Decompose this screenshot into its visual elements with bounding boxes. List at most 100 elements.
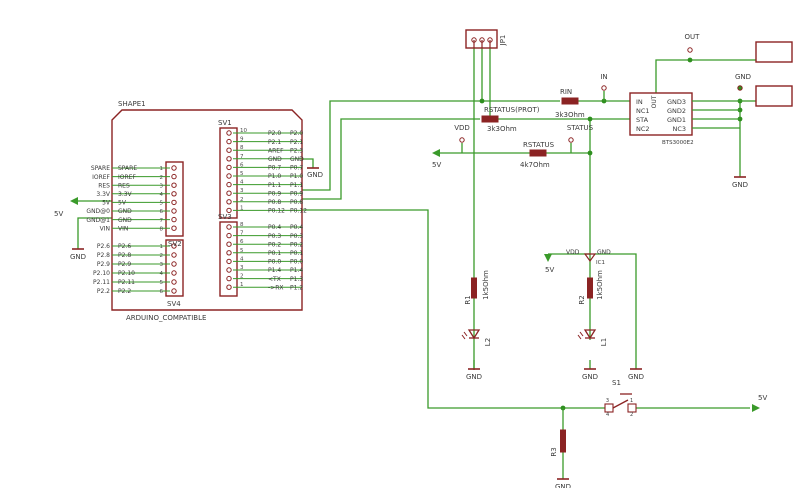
sv2-net-label: GND <box>118 208 132 215</box>
arrow-5v <box>70 197 78 205</box>
net-in: IN <box>600 73 607 81</box>
sv1-net-label: P2.0 <box>268 130 281 137</box>
wire-gnd-left <box>77 217 112 240</box>
sv1-pin-marker <box>226 164 232 171</box>
jp1-pin-marker <box>487 37 493 43</box>
net-vdd: VDD <box>454 124 470 132</box>
sv1-pin-number: 6 <box>240 162 244 168</box>
rin-value: 3k3Ohm <box>555 111 585 119</box>
wire-out <box>655 59 740 93</box>
parts-layer <box>70 29 793 480</box>
sv3-net-label: P0.3 <box>268 233 281 240</box>
sv3-body <box>219 221 238 297</box>
sv4-net-label: P2.6 <box>118 243 131 250</box>
sv1-name: SV1 <box>218 119 232 127</box>
wires-layer <box>77 48 756 470</box>
sv2-pin-marker <box>171 191 177 197</box>
sv3-pin-marker <box>226 275 232 282</box>
sv2-pin-number: 2 <box>160 175 164 181</box>
l2-name: L2 <box>484 338 492 346</box>
junction-dot <box>687 57 693 63</box>
sv4-body <box>165 239 184 297</box>
r2-body <box>587 277 593 299</box>
s1-pin: 1 <box>630 398 633 404</box>
sv1-net-label: P0.12 <box>268 208 285 215</box>
sv3-net-label: P0.1 <box>268 250 281 257</box>
rstatus-value: 4k7Ohm <box>520 161 550 169</box>
junction-dot <box>737 85 743 91</box>
shield-left-label2: P2.8 <box>97 252 110 259</box>
gnd-connector <box>755 85 793 107</box>
sv3-pin-number: 5 <box>240 248 244 254</box>
ic1-body <box>583 253 597 263</box>
sv3-outer-label: P1.2 <box>290 284 303 291</box>
sv2-pin-marker <box>171 208 177 214</box>
sv3-outer-label: P0.3 <box>290 233 303 240</box>
shield-left-label: GND@1 <box>86 217 110 224</box>
r2-name: R2 <box>578 295 586 304</box>
led-l1-ray <box>579 331 584 337</box>
sv3-net-label: <TX <box>268 276 281 283</box>
shield-left-label2: P2.10 <box>93 270 110 277</box>
net-gnd-tp: GND <box>735 73 751 81</box>
gnd-label: GND <box>628 373 644 381</box>
sv3-pin-number: 1 <box>240 282 244 288</box>
net-status: STATUS <box>567 124 594 132</box>
jp1-pin-marker <box>479 37 485 43</box>
ic-pin-left: NC1 <box>636 107 650 115</box>
shield-left-label: SPARE <box>91 165 110 172</box>
status-test-point <box>568 137 574 143</box>
shield-left-label: GND@0 <box>86 208 110 215</box>
r3-body <box>560 429 566 453</box>
sv3-net-label: P0.2 <box>268 241 281 248</box>
sv1-net-label: P1.0 <box>268 173 281 180</box>
gnd-label: GND <box>582 373 598 381</box>
sv3-net-label: ->RX <box>268 284 283 291</box>
sv1-outer-label: P0.12 <box>290 208 307 215</box>
sv3-outer-label: P0.1 <box>290 250 303 257</box>
sv4-net-label: P2.9 <box>118 261 131 268</box>
shield-left-label2: P2.9 <box>97 261 110 268</box>
sv3-net-label: P0.4 <box>268 224 281 231</box>
arrow-5v <box>544 254 552 262</box>
ic-pin-left: NC2 <box>636 125 650 133</box>
sv3-outer-label: P0.4 <box>290 224 303 231</box>
sv2-pin-number: 6 <box>160 209 164 215</box>
switch-pad-left <box>604 403 614 413</box>
wire-p09-in <box>302 100 560 191</box>
sv1-outer-label: P1.1 <box>290 182 303 189</box>
sv1-outer-label: P2.1 <box>290 139 303 146</box>
rstatus-name: RSTATUS <box>523 141 555 149</box>
net-out: OUT <box>685 33 701 41</box>
sv1-pin-marker <box>226 147 232 153</box>
led-l2-ray <box>463 331 468 337</box>
rstatus-prot-body <box>481 115 499 123</box>
rin-body <box>561 97 579 105</box>
sv4-pin-number: 1 <box>160 244 164 250</box>
ic-pin-right: GND2 <box>667 107 686 115</box>
sv2-pin-marker <box>171 173 177 180</box>
sv3-outer-label: P0.2 <box>290 241 303 248</box>
sv1-net-label: P0.8 <box>268 199 281 206</box>
sv2-pin-marker <box>171 182 177 188</box>
sv3-pin-number: 6 <box>240 239 244 245</box>
l1-name: L1 <box>600 338 608 346</box>
sv3-outer-label: P1.3 <box>290 276 303 283</box>
sv1-net-label: AREF <box>268 147 284 154</box>
switch-pad-right <box>627 403 637 413</box>
gnd-label-sv1: GND <box>307 171 323 179</box>
sv4-pin-number: 5 <box>160 280 164 286</box>
sv2-net-label: SPARE <box>118 165 137 172</box>
sv1-outer-label: P2.0 <box>290 130 303 137</box>
sv4-pin-number: 2 <box>160 253 164 259</box>
sv3-pin-marker <box>226 241 232 247</box>
led-l2-body <box>467 329 481 340</box>
junction-dot <box>479 98 485 104</box>
sv1-pin-number: 5 <box>240 171 244 177</box>
ic-body <box>629 92 693 136</box>
sv1-outer-label: P0.8 <box>290 199 303 206</box>
sv3-name: SV3 <box>218 213 232 221</box>
vdd-test-point <box>459 137 465 143</box>
r1-value: 1k5Ohm <box>482 270 490 300</box>
